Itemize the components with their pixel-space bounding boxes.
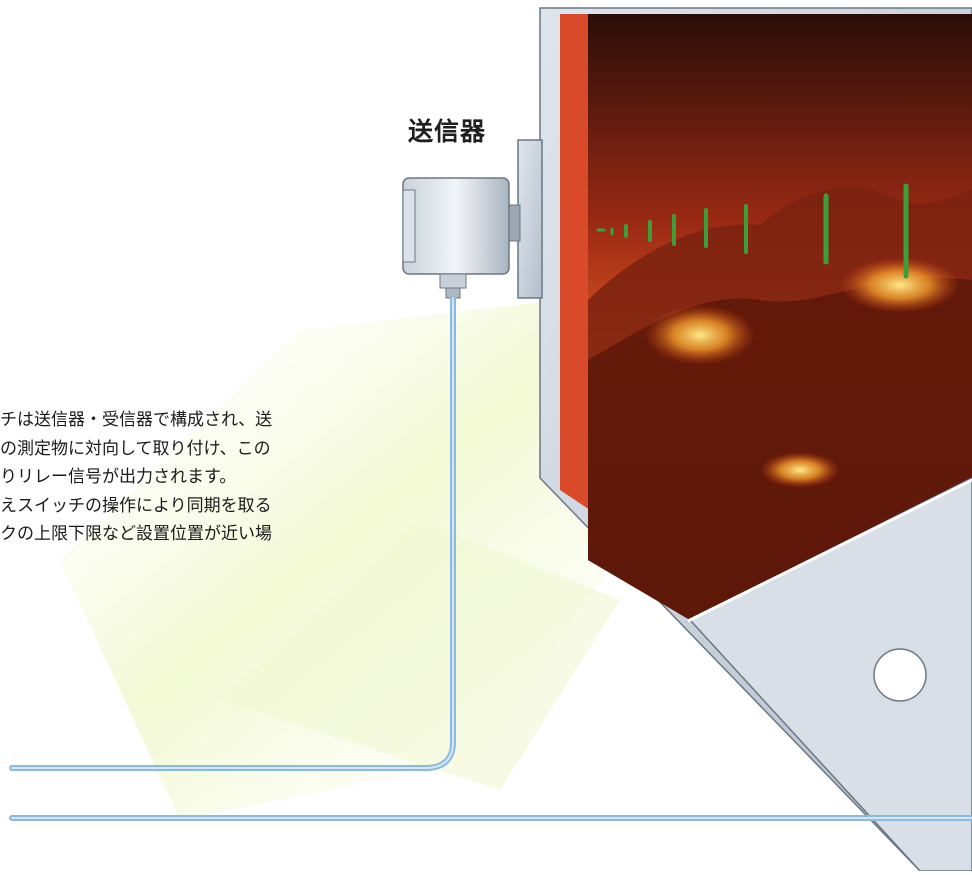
beam bbox=[596, 183, 909, 279]
description-line: りリレー信号が出力されます。 bbox=[0, 467, 237, 488]
transmitter-label: 送信器 bbox=[408, 117, 487, 146]
flange bbox=[517, 139, 543, 299]
tank-hole bbox=[873, 648, 927, 702]
tank-liner bbox=[560, 14, 590, 510]
transmitter-body bbox=[402, 177, 510, 275]
description-text: チは送信器・受信器で構成され、送 の測定物に対向して取り付け、この りリレー信号… bbox=[0, 406, 390, 549]
description-line: チは送信器・受信器で構成され、送 bbox=[0, 410, 273, 430]
description-line: の測定物に対向して取り付け、この bbox=[0, 438, 271, 459]
description-line: クの上限下限など設置位置が近い場 bbox=[0, 524, 272, 545]
description-line: えスイッチの操作により同期を取る bbox=[0, 495, 272, 516]
